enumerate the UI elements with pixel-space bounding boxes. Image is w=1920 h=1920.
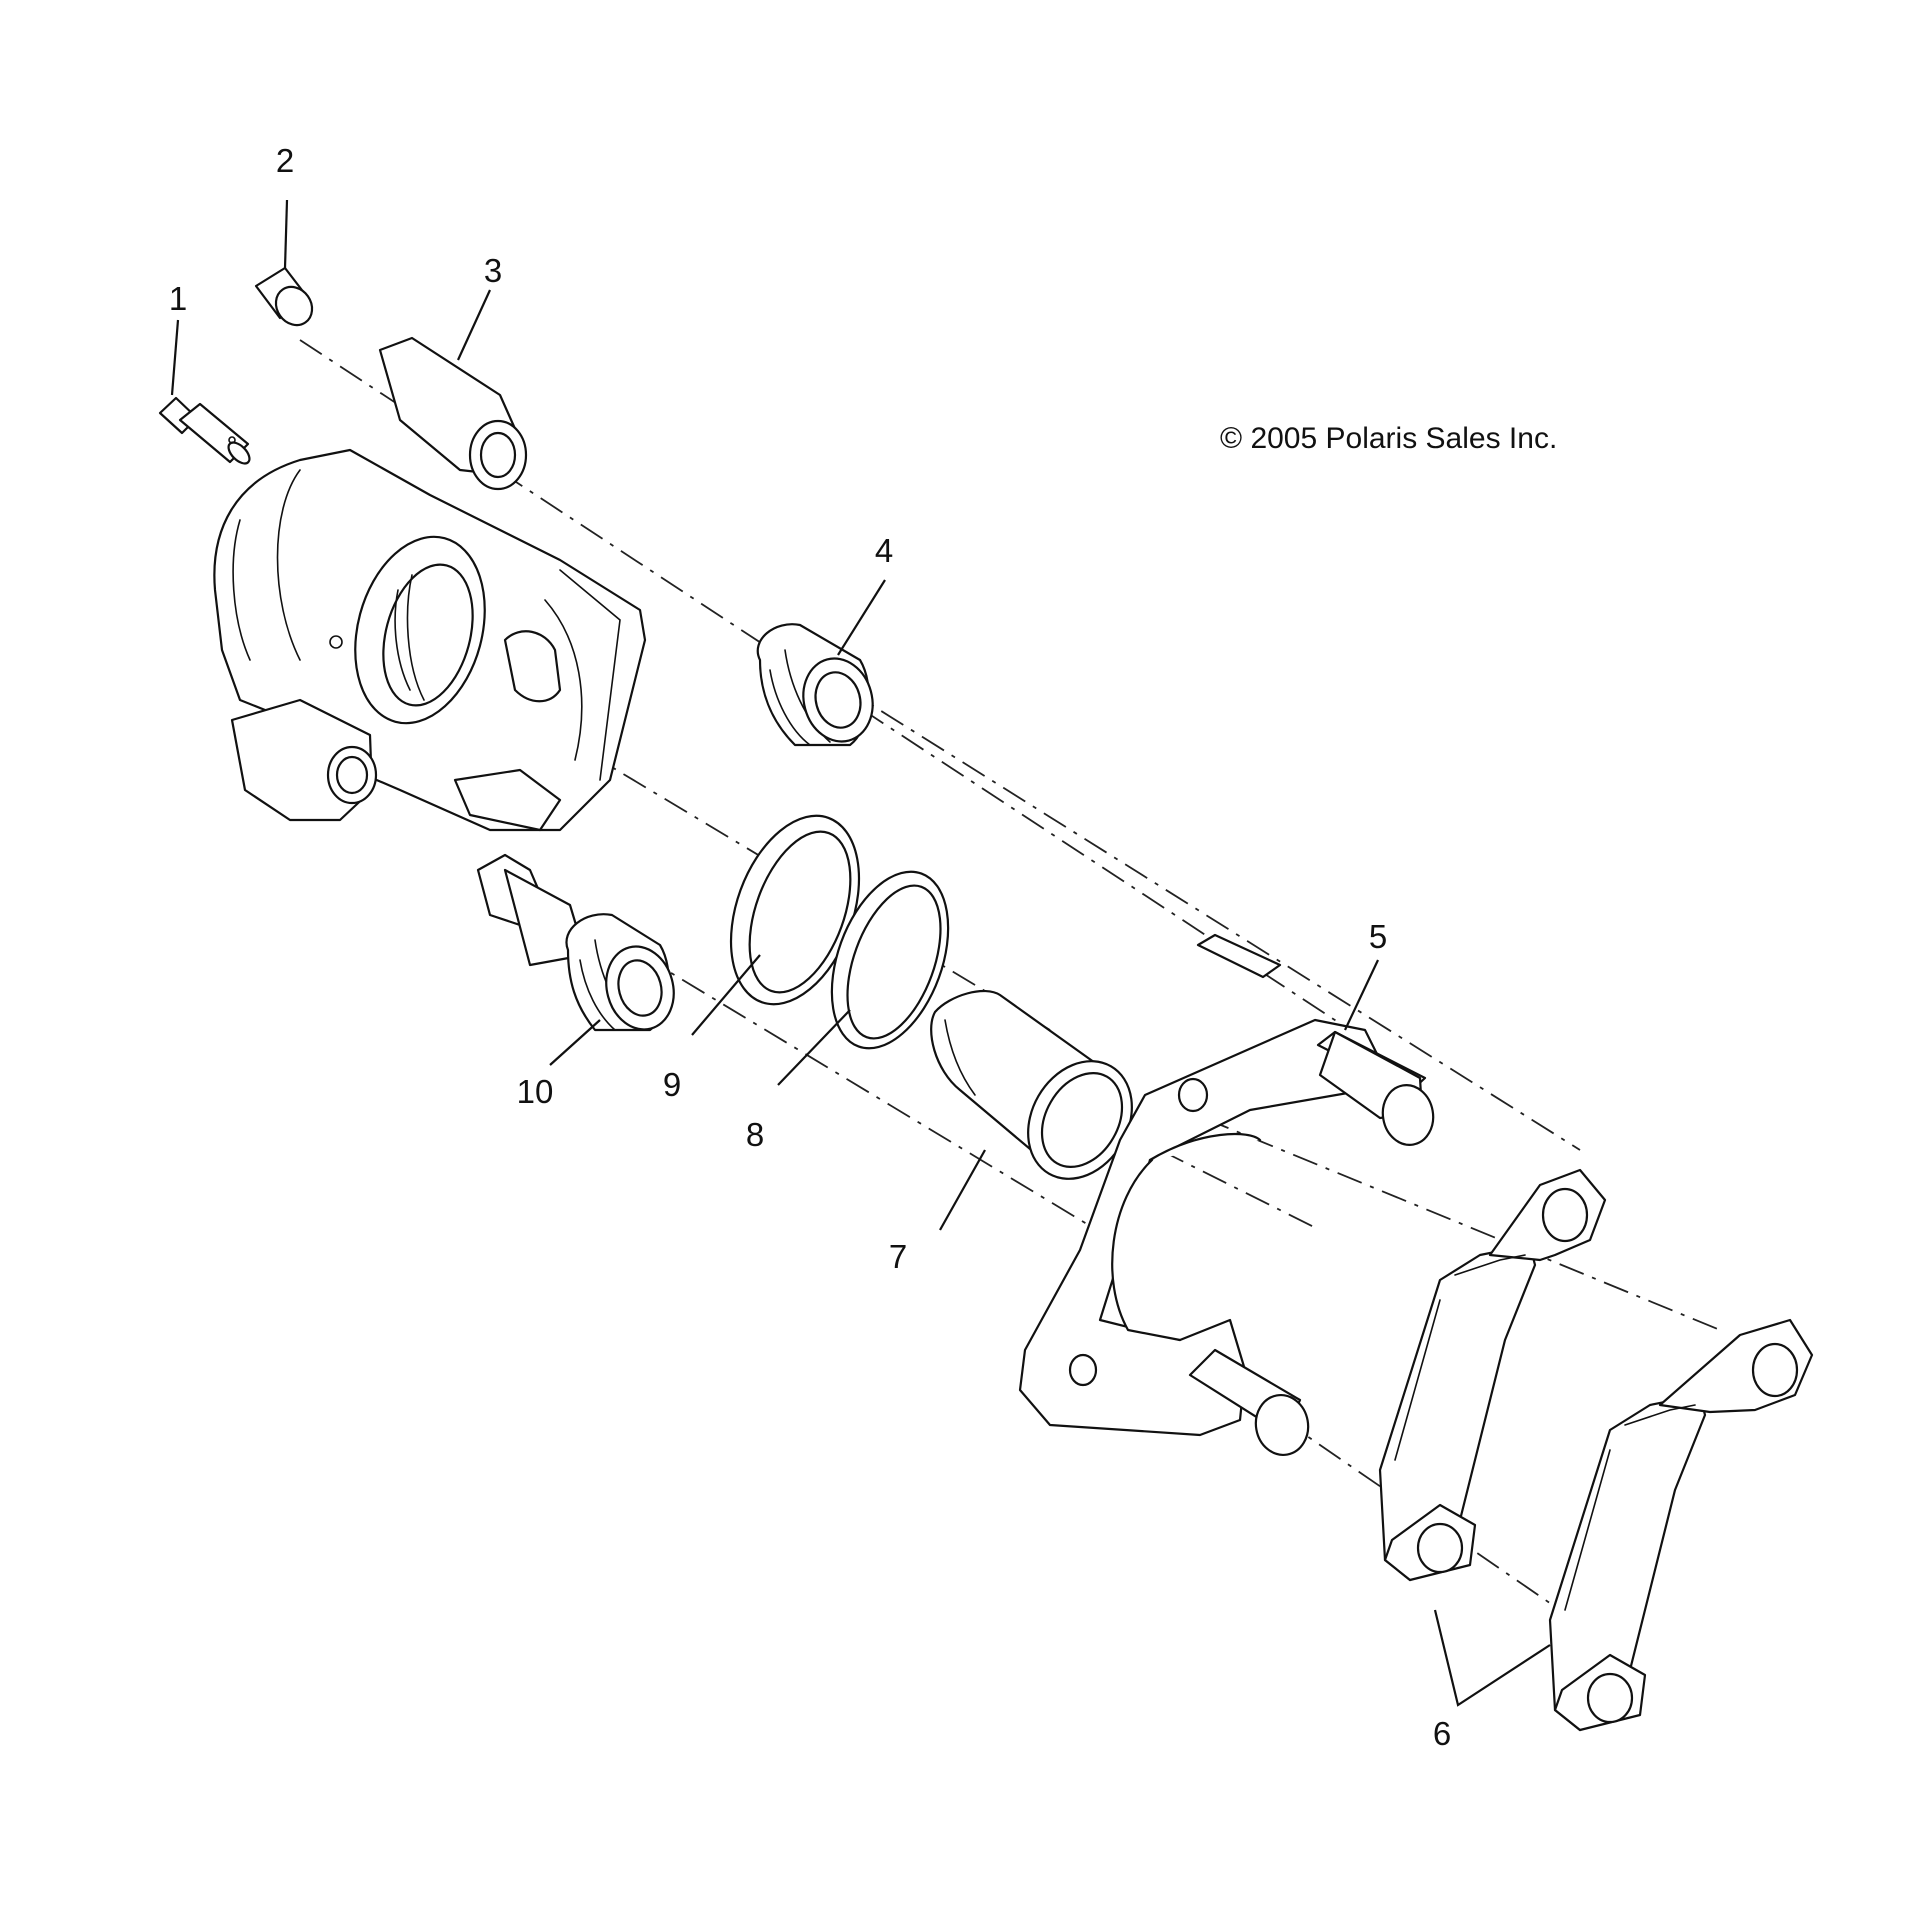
pin-boot-upper — [756, 623, 874, 747]
brake-pad-outer — [1548, 1318, 1814, 1732]
copyright-notice: © 2005 Polaris Sales Inc. — [1220, 422, 1557, 455]
callout-5: 5 — [1369, 918, 1387, 955]
caliper-body — [213, 336, 647, 832]
leader-lines — [170, 199, 1551, 1707]
callout-labels: 1 2 3 4 5 6 7 8 9 10 — [169, 142, 1451, 1752]
callout-6: 6 — [1433, 1715, 1451, 1752]
callout-4: 4 — [875, 532, 893, 569]
callout-8: 8 — [746, 1116, 764, 1153]
caliper-bracket — [1018, 933, 1435, 1456]
assembly-axis-lines — [299, 339, 1721, 1611]
piston-seal-ring — [830, 870, 950, 1050]
brake-pad-inner — [1378, 1168, 1607, 1582]
bleeder-cap — [254, 266, 314, 327]
slide-pin-lower — [476, 853, 675, 1032]
callout-2: 2 — [276, 142, 294, 179]
callout-7: 7 — [889, 1238, 907, 1275]
callout-9: 9 — [663, 1066, 681, 1103]
dust-seal-ring — [729, 814, 861, 1006]
callout-10: 10 — [517, 1073, 554, 1110]
bleeder-screw — [158, 396, 251, 465]
callout-1: 1 — [169, 280, 187, 317]
callout-3: 3 — [484, 252, 502, 289]
